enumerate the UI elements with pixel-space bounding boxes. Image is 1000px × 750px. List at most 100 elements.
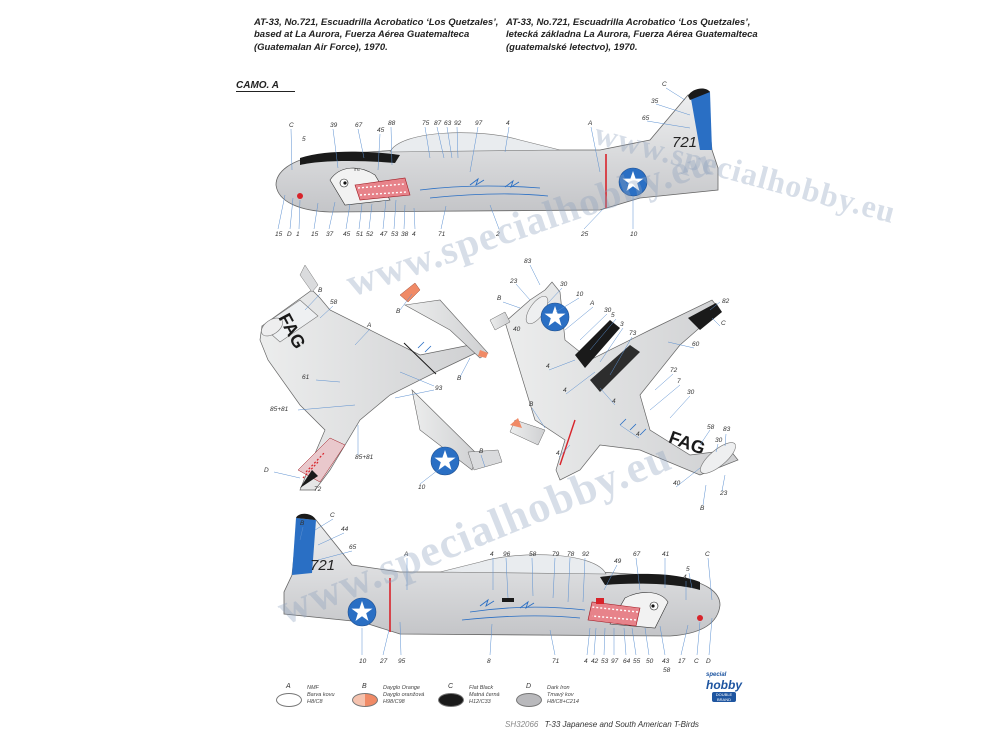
callout: 85+81 — [355, 454, 374, 461]
callout: D — [706, 658, 711, 665]
callout: 53 — [391, 231, 399, 238]
callout: A — [587, 120, 592, 127]
callout: 67 — [355, 122, 363, 129]
callout: 4 — [584, 658, 588, 665]
callout: 58 — [707, 424, 715, 431]
callout: 27 — [379, 658, 388, 665]
callout: 45 — [377, 127, 385, 134]
callout: 85+81 — [270, 406, 289, 413]
callout: 40 — [673, 480, 681, 487]
callout: C — [705, 551, 710, 558]
sheet-footer: SH32066 T-33 Japanese and South American… — [505, 720, 699, 729]
callout: 15 — [275, 231, 283, 238]
callout: 4 — [412, 231, 416, 238]
legend-text: Dayglo Orange Dayglo oranžová H98/C98 — [383, 685, 424, 705]
callout: 4 — [490, 551, 494, 558]
callout: 63 — [444, 120, 452, 127]
callout: C — [330, 512, 335, 519]
callout: 2 — [495, 231, 500, 238]
callout: 50 — [646, 658, 654, 665]
callouts-lower-view: 83 23 30 10 A B 30 40 5 3 73 82 C 60 4 4… — [497, 258, 731, 512]
callout: 96 — [503, 551, 511, 558]
legend-line: Dayglo oranžová — [383, 691, 425, 698]
callout: 8 — [487, 658, 491, 665]
callout: 23 — [719, 490, 728, 497]
callout: A — [403, 551, 408, 558]
callout: 1 — [296, 231, 300, 238]
nose-stencil: ITM — [354, 168, 360, 172]
color-swatch — [438, 693, 464, 707]
callout: 71 — [552, 658, 560, 665]
callout: 67 — [633, 551, 641, 558]
callout: 75 — [422, 120, 430, 127]
callout: 83 — [524, 258, 532, 265]
callout: 55 — [633, 658, 641, 665]
callout: 42 — [591, 658, 599, 665]
legend-line: Dayglo Orange — [383, 685, 420, 691]
callout: 88 — [388, 120, 396, 127]
callouts-bottom-above: B C 44 65 A 4 96 58 79 78 92 49 67 41 C … — [299, 512, 713, 603]
caption-line: AT-33, No.721, Escuadrilla Acrobatico ‘L… — [506, 17, 751, 28]
callout: 71 — [438, 231, 446, 238]
callout: C — [721, 320, 726, 327]
legend-key: C — [448, 683, 454, 690]
callout: 17 — [678, 658, 686, 665]
callout: 25 — [580, 231, 589, 238]
logo-top-text: special — [706, 672, 727, 678]
callout: 58 — [663, 667, 671, 674]
caption-english: AT-33, No.721, Escuadrilla Acrobatico ‘L… — [254, 17, 499, 54]
legend-line: Barva kovu — [307, 691, 335, 698]
callout: 43 — [662, 658, 670, 665]
callout: B — [479, 448, 484, 455]
callout: 61 — [302, 374, 310, 381]
color-swatch — [516, 693, 542, 707]
caption-line: based at La Aurora, Fuerza Aérea Guatema… — [254, 29, 470, 41]
callout: 40 — [513, 326, 521, 333]
special-hobby-logo: special hobby DOUBLE BRAND — [706, 672, 742, 702]
callout: 72 — [314, 486, 322, 493]
callout: B — [700, 505, 705, 512]
legend-line: Dark Iron — [547, 685, 570, 691]
callout: 3 — [620, 321, 624, 328]
callout: 72 — [670, 367, 678, 374]
serial-number: 721 — [310, 557, 335, 574]
legend-line: Matná černá — [469, 691, 500, 698]
callout: 4 — [612, 398, 616, 405]
callout: D — [287, 231, 292, 238]
callout: C — [289, 122, 294, 129]
callout: 65 — [642, 115, 650, 122]
callouts-top-above: C 39 67 45 88 75 87 63 92 97 4 A C 35 65… — [289, 81, 691, 173]
callout: 10 — [418, 484, 426, 491]
callout: 35 — [651, 98, 659, 105]
callout: 4 — [556, 450, 560, 457]
callout: 60 — [692, 341, 700, 348]
legend-key: B — [362, 683, 367, 690]
callout: B — [497, 295, 502, 302]
caption-line: (Guatemalan Air Force), 1970. — [254, 41, 388, 53]
legend-text: Dark Iron Tmavý kov H8/C8+C214 — [547, 685, 579, 705]
callout: 49 — [614, 558, 622, 565]
callout: 92 — [454, 120, 462, 127]
caption-czech: AT-33, No.721, Escuadrilla Acrobatico ‘L… — [506, 17, 758, 54]
callout: 64 — [623, 658, 631, 665]
caption-line: AT-33, No.721, Escuadrilla Acrobatico ‘L… — [254, 17, 499, 28]
callout: 95 — [398, 658, 406, 665]
callout: 44 — [341, 526, 349, 533]
kit-code: SH32066 — [505, 720, 539, 729]
callout: 52 — [366, 231, 374, 238]
callout: 23 — [509, 278, 518, 285]
callout: 30 — [687, 389, 695, 396]
profile-left-side: 721 ITM — [275, 88, 719, 213]
callout: 53 — [601, 658, 609, 665]
legend-line: Flat Black — [469, 685, 494, 691]
callout: 87 — [434, 120, 442, 127]
callout: 30 — [604, 307, 612, 314]
camo-label: CAMO. A — [236, 80, 295, 92]
plan-upper-surface: FAG — [259, 264, 503, 491]
callout: B — [529, 401, 534, 408]
callout: 5 — [686, 566, 690, 573]
legend-line: Tmavý kov — [547, 691, 574, 698]
legend-line: H12/C33 — [469, 698, 491, 705]
callout: 73 — [629, 330, 637, 337]
